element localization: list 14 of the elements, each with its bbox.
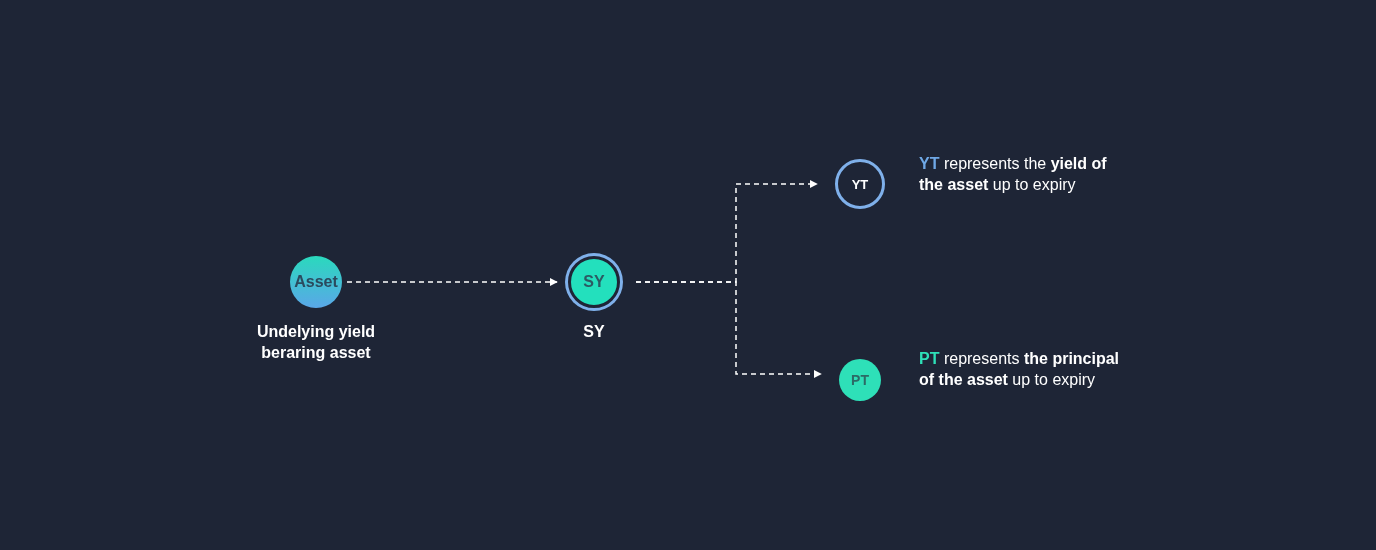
asset-circle bbox=[290, 256, 342, 308]
token-circle bbox=[835, 159, 885, 209]
description-text: YT represents the yield of the asset up to expiry bbox=[919, 154, 1108, 195]
description-text: PT represents the principal of the asset up to expiry bbox=[919, 349, 1121, 390]
node-label: PT bbox=[851, 372, 869, 388]
dashed-arrow bbox=[346, 278, 558, 286]
token-circle bbox=[568, 256, 620, 308]
dashed-arrow bbox=[635, 281, 822, 378]
node-caption: Undelying yield beraring asset bbox=[255, 322, 377, 363]
node-label: Asset bbox=[294, 273, 338, 291]
node-label: YT bbox=[851, 176, 869, 192]
node-label: SY bbox=[583, 273, 605, 291]
node-caption: SY bbox=[582, 322, 606, 342]
token-circle bbox=[839, 359, 881, 401]
